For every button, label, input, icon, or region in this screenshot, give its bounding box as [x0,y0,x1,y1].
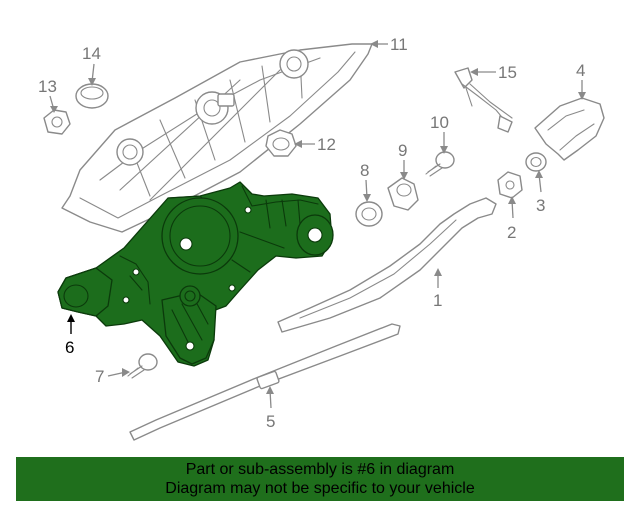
callout-13: 13 [38,77,57,96]
part-15-bracket[interactable] [454,67,513,133]
part-11-cover-panel[interactable] [61,43,373,233]
part-13-nut[interactable] [43,109,71,135]
notice-banner: Part or sub-assembly is #6 in diagram Di… [16,457,624,501]
part-5-wiper-blade[interactable] [129,323,401,441]
part-10-screw[interactable] [425,151,455,177]
part-14-cap[interactable] [75,83,109,109]
callout-11: 11 [390,35,408,54]
callout-12: 12 [317,135,336,154]
part-9-grommet[interactable] [387,177,419,211]
part-12-grommet[interactable] [265,129,297,157]
part-8-washer[interactable] [355,201,383,227]
part-4-cover[interactable] [534,97,605,161]
parts-diagram: 1 2 3 4 5 6 7 8 9 10 11 12 13 14 15 [38,35,605,441]
part-6-wiper-motor[interactable] [57,181,334,367]
part-3-washer[interactable] [525,152,547,172]
callout-9: 9 [398,141,407,160]
callout-10: 10 [430,113,449,132]
callout-15: 15 [498,63,517,82]
banner-line-1: Part or sub-assembly is #6 in diagram [185,461,455,478]
callout-4: 4 [576,61,585,80]
callout-3: 3 [536,196,545,215]
callout-8: 8 [360,161,369,180]
callout-14: 14 [82,44,101,63]
callout-6: 6 [65,338,74,357]
callout-2: 2 [507,223,516,242]
part-1-wiper-arm[interactable] [277,197,497,333]
leader-lines [49,40,586,409]
callout-1: 1 [433,291,442,310]
part-7-bolt[interactable] [127,353,158,379]
part-2-nut[interactable] [497,171,523,199]
callout-labels: 1 2 3 4 5 6 7 8 9 10 11 12 13 14 15 [38,35,585,431]
banner-line-2: Diagram may not be specific to your vehi… [165,480,475,497]
callout-5: 5 [266,412,275,431]
callout-7: 7 [95,367,104,386]
